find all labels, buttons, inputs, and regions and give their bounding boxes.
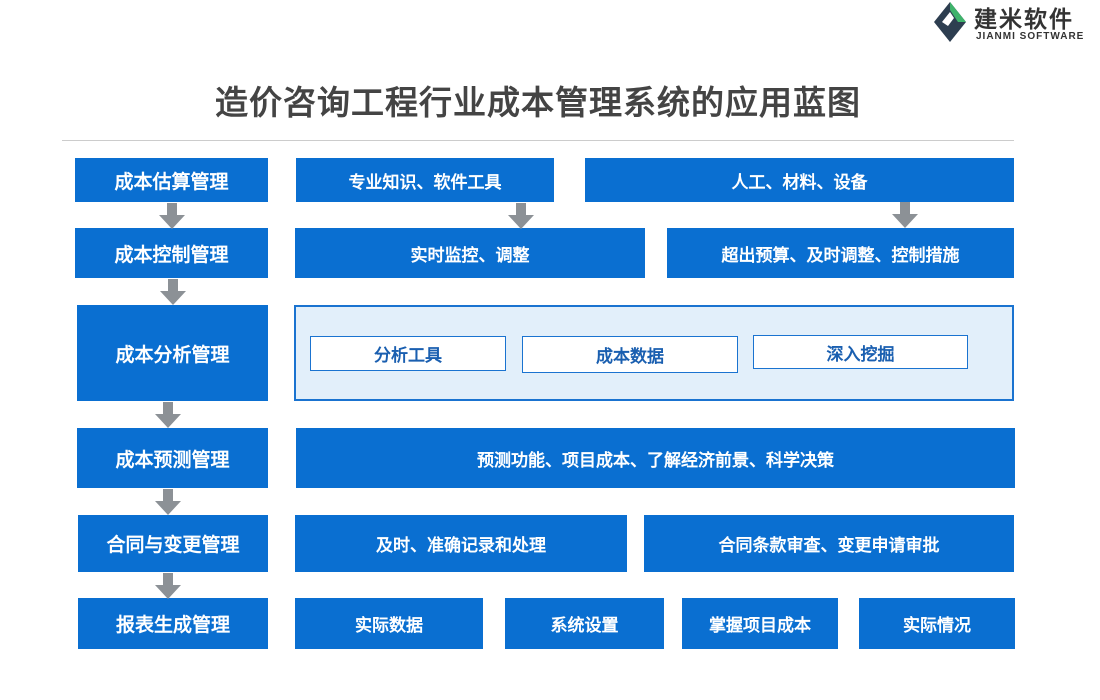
- down-arrow-icon: [159, 203, 185, 229]
- stage-cost-forecast: 成本预测管理: [77, 428, 268, 488]
- down-arrow-icon: [155, 489, 181, 515]
- item-cost-data: 成本数据: [522, 336, 738, 373]
- item-analysis-tools: 分析工具: [310, 336, 506, 371]
- brand-name: 建米软件: [974, 7, 1074, 33]
- stage-report-generation: 报表生成管理: [78, 598, 268, 649]
- stage-contract-change: 合同与变更管理: [78, 515, 268, 572]
- item-expertise-software: 专业知识、软件工具: [296, 158, 554, 202]
- item-deep-mining: 深入挖掘: [753, 335, 968, 369]
- title-divider: [62, 140, 1014, 141]
- item-actual-situation: 实际情况: [859, 598, 1015, 649]
- item-over-budget-measures: 超出预算、及时调整、控制措施: [667, 228, 1014, 278]
- down-arrow-icon: [160, 279, 186, 305]
- brand-logo: 建米软件 JIANMI SOFTWARE: [928, 0, 1100, 44]
- brand-english-name: JIANMI SOFTWARE: [976, 31, 1085, 42]
- item-system-settings: 系统设置: [505, 598, 664, 649]
- stage-cost-estimation: 成本估算管理: [75, 158, 268, 202]
- down-arrow-icon: [155, 573, 181, 599]
- jianmi-logo-icon: [934, 2, 966, 42]
- analysis-panel: 分析工具 成本数据 深入挖掘: [294, 305, 1014, 401]
- item-project-cost: 掌握项目成本: [682, 598, 838, 649]
- item-contract-review: 合同条款审查、变更申请审批: [644, 515, 1014, 572]
- item-actual-data: 实际数据: [295, 598, 483, 649]
- down-arrow-icon: [892, 202, 918, 228]
- item-record-processing: 及时、准确记录和处理: [295, 515, 627, 572]
- stage-cost-analysis: 成本分析管理: [77, 305, 268, 401]
- item-labor-materials: 人工、材料、设备: [585, 158, 1014, 202]
- stage-cost-control: 成本控制管理: [75, 228, 268, 278]
- item-forecast-decision: 预测功能、项目成本、了解经济前景、科学决策: [296, 428, 1015, 488]
- item-realtime-monitoring: 实时监控、调整: [295, 228, 645, 278]
- down-arrow-icon: [155, 402, 181, 428]
- page-title: 造价咨询工程行业成本管理系统的应用蓝图: [215, 83, 861, 122]
- down-arrow-icon: [508, 203, 534, 229]
